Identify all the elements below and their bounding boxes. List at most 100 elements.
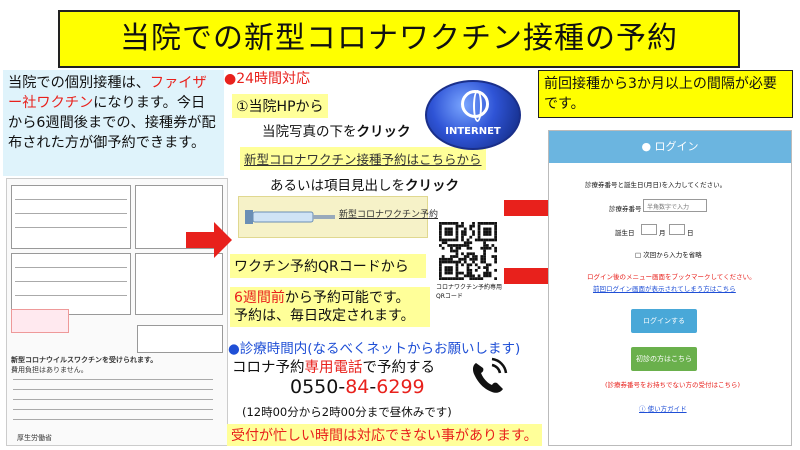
qr-module bbox=[491, 222, 495, 225]
login-button[interactable]: ログインする bbox=[631, 309, 697, 333]
day-select[interactable] bbox=[669, 224, 685, 235]
qr-module bbox=[485, 246, 489, 250]
qr-module bbox=[469, 274, 473, 278]
qr-caption-line-2: QRコード bbox=[436, 293, 463, 300]
qr-module bbox=[472, 255, 475, 258]
notice-stamp bbox=[11, 309, 69, 333]
qr-module bbox=[455, 244, 459, 247]
qr-module bbox=[483, 227, 486, 231]
qr-module bbox=[439, 266, 442, 269]
qr-module bbox=[444, 257, 448, 261]
phone-number[interactable]: 0550-84-6299 bbox=[290, 376, 425, 398]
qr-module bbox=[463, 260, 467, 264]
six-weeks-text: 6週間前 bbox=[234, 290, 285, 306]
qr-module bbox=[450, 238, 453, 242]
qr-module bbox=[463, 230, 467, 234]
vaccine-banner[interactable]: 新型コロナワクチン予約 bbox=[238, 196, 438, 238]
phone-icon bbox=[472, 357, 508, 393]
qr-module bbox=[444, 230, 448, 234]
phone-heading: ●診療時間内(なるべくネットからお願いします) bbox=[228, 341, 521, 357]
guide-link-text: 使い方ガイド bbox=[647, 405, 687, 413]
qr-module bbox=[494, 246, 497, 250]
qr-module bbox=[477, 238, 481, 242]
qr-module bbox=[494, 249, 497, 253]
first-visit-button[interactable]: 初診の方はこちら bbox=[631, 347, 697, 371]
qr-module bbox=[450, 268, 453, 272]
qr-module bbox=[477, 277, 481, 280]
qr-module bbox=[461, 235, 464, 239]
qr-module bbox=[455, 268, 459, 272]
qr-module bbox=[439, 224, 442, 228]
reservation-link[interactable]: 新型コロナワクチン接種予約はこちらから bbox=[240, 147, 486, 170]
dedicated-phone-text: 専用電話 bbox=[304, 360, 363, 376]
qr-module bbox=[455, 260, 459, 264]
remember-label: 次回から入力を省略 bbox=[643, 251, 702, 259]
qr-module bbox=[469, 224, 473, 228]
qr-module bbox=[461, 244, 464, 247]
qr-module bbox=[455, 277, 459, 280]
qr-module bbox=[455, 227, 459, 231]
qr-module bbox=[485, 266, 489, 269]
qr-module bbox=[450, 260, 453, 264]
qr-module bbox=[485, 238, 489, 242]
qr-module bbox=[483, 271, 486, 275]
previous-login-link[interactable]: 前回ログイン画面が表示されてしまう方はこちら bbox=[593, 285, 736, 293]
qr-module bbox=[466, 246, 470, 250]
qr-module bbox=[485, 222, 489, 225]
qr-module bbox=[441, 238, 445, 242]
arrow-right-icon bbox=[186, 222, 232, 258]
qr-module bbox=[477, 222, 481, 225]
qr-module bbox=[477, 266, 481, 269]
qr-module bbox=[455, 249, 459, 253]
ticket-caption: 新型コロナウイルスワクチンを受けられます。 bbox=[11, 356, 158, 364]
qr-module bbox=[450, 249, 453, 253]
ticket-caption-2: 費用負担はありません。 bbox=[11, 366, 88, 374]
qr-module bbox=[469, 227, 473, 231]
qr-module bbox=[485, 230, 489, 234]
24h-heading: ●24時間対応 bbox=[224, 71, 311, 87]
month-select[interactable] bbox=[641, 224, 657, 235]
qr-module bbox=[458, 271, 462, 275]
qr-module bbox=[447, 222, 451, 225]
schedule-box: 6週間前から予約可能です。 予約は、毎日改定されます。 bbox=[230, 287, 430, 327]
qr-module bbox=[439, 222, 442, 225]
qr-code[interactable] bbox=[438, 222, 498, 280]
qr-module bbox=[494, 224, 497, 228]
bookmark-note: ログイン後のメニュー画面をブックマークしてください。 bbox=[587, 273, 756, 281]
qr-module bbox=[461, 230, 464, 234]
qr-module bbox=[474, 268, 478, 272]
qr-module bbox=[452, 238, 456, 242]
qr-module bbox=[483, 244, 486, 247]
qr-module bbox=[452, 244, 456, 247]
qr-module bbox=[474, 257, 478, 261]
banner-label: 新型コロナワクチン予約 bbox=[339, 210, 439, 220]
qr-module bbox=[450, 246, 453, 250]
qr-module bbox=[463, 233, 467, 236]
qr-module bbox=[439, 235, 442, 239]
qr-module bbox=[441, 277, 445, 280]
qr-module bbox=[455, 224, 459, 228]
individual-vaccination-info: 当院での個別接種は、ファイザー社ワクチンになります。今日から6週間後までの、接種… bbox=[3, 70, 224, 176]
qr-module bbox=[472, 222, 475, 225]
card-number-input[interactable]: 半角数字で入力 bbox=[643, 199, 707, 212]
qr-module bbox=[494, 257, 497, 261]
qr-module bbox=[439, 268, 442, 272]
qr-module bbox=[447, 277, 451, 280]
guide-link[interactable]: ⓘ 使い方ガイド bbox=[639, 403, 687, 413]
qr-module bbox=[463, 255, 467, 258]
qr-module bbox=[483, 230, 486, 234]
remember-checkbox[interactable]: □ 次回から入力を省略 bbox=[635, 249, 702, 259]
qr-module bbox=[483, 260, 486, 264]
login-screen: ● ログイン 診療券番号と誕生日(月日)を入力してください。 診療券番号 半角数… bbox=[548, 130, 792, 446]
qr-module bbox=[474, 238, 478, 242]
qr-module bbox=[461, 233, 464, 236]
qr-module bbox=[439, 257, 442, 261]
qr-module bbox=[450, 244, 453, 247]
qr-module bbox=[452, 255, 456, 258]
qr-module bbox=[494, 268, 497, 272]
qr-module bbox=[480, 255, 484, 258]
phone-number-part: 6299 bbox=[376, 376, 425, 398]
qr-module bbox=[472, 233, 475, 236]
qr-module bbox=[455, 255, 459, 258]
info-text-1: 当院での個別接種は、 bbox=[8, 75, 150, 91]
